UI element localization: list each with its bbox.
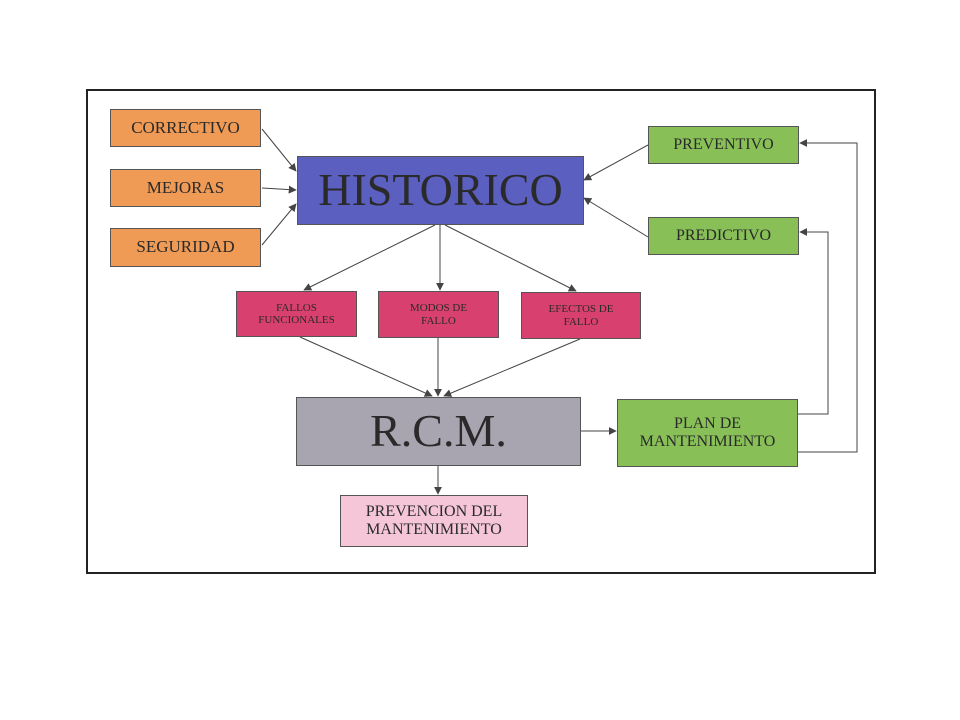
plan-de-mantenimiento-node: PLAN DE MANTENIMIENTO bbox=[617, 399, 798, 467]
mejoras-node: MEJORAS bbox=[110, 169, 261, 207]
modos-de-fallo-node: MODOS DE FALLO bbox=[378, 291, 499, 338]
correctivo-node: CORRECTIVO bbox=[110, 109, 261, 147]
historico-node: HISTORICO bbox=[297, 156, 584, 225]
prevencion-del-mantenimiento-node: PREVENCION DEL MANTENIMIENTO bbox=[340, 495, 528, 547]
predictivo-node: PREDICTIVO bbox=[648, 217, 799, 255]
seguridad-node: SEGURIDAD bbox=[110, 228, 261, 267]
efectos-de-fallo-node: EFECTOS DE FALLO bbox=[521, 292, 641, 339]
fallos-funcionales-node: FALLOS FUNCIONALES bbox=[236, 291, 357, 337]
rcm-node: R.C.M. bbox=[296, 397, 581, 466]
preventivo-node: PREVENTIVO bbox=[648, 126, 799, 164]
